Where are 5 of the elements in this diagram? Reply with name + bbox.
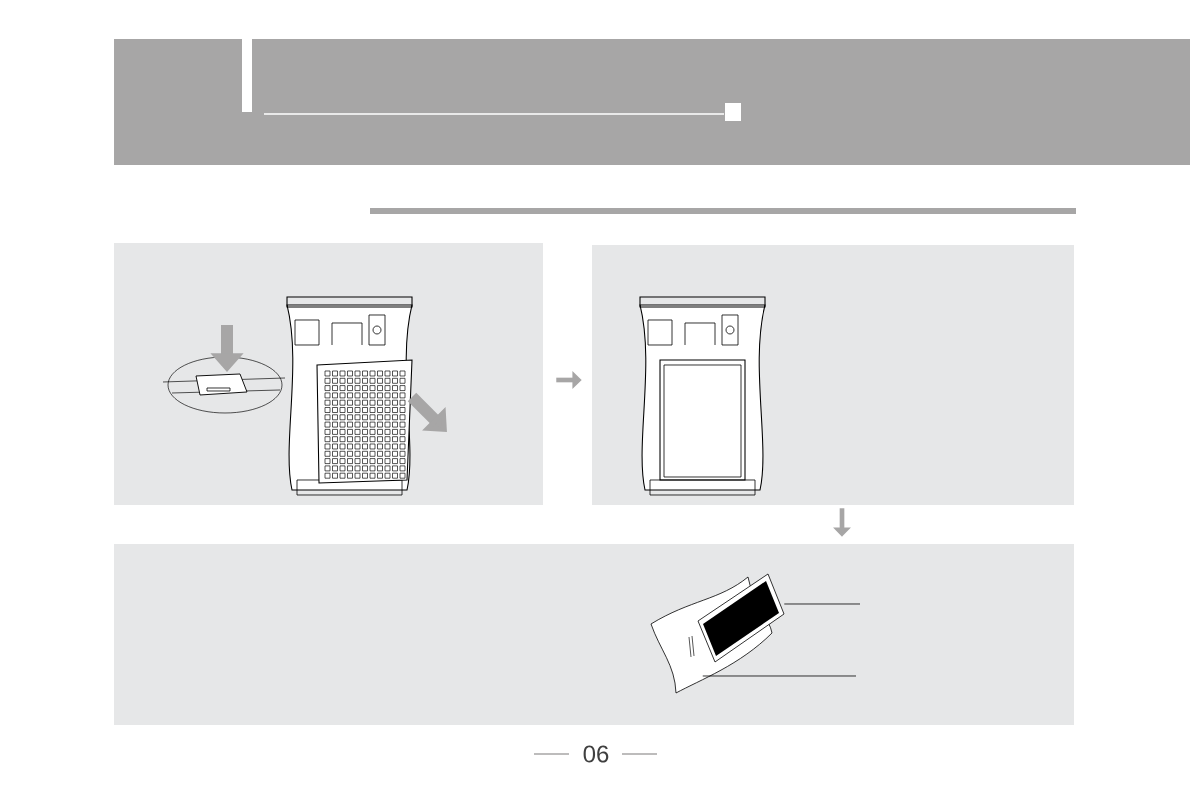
leader-line: [702, 675, 857, 677]
page-number: 06: [583, 745, 609, 763]
step-panel: [114, 544, 1074, 725]
leader-line: [783, 603, 861, 605]
filter-drawing: [697, 573, 785, 663]
